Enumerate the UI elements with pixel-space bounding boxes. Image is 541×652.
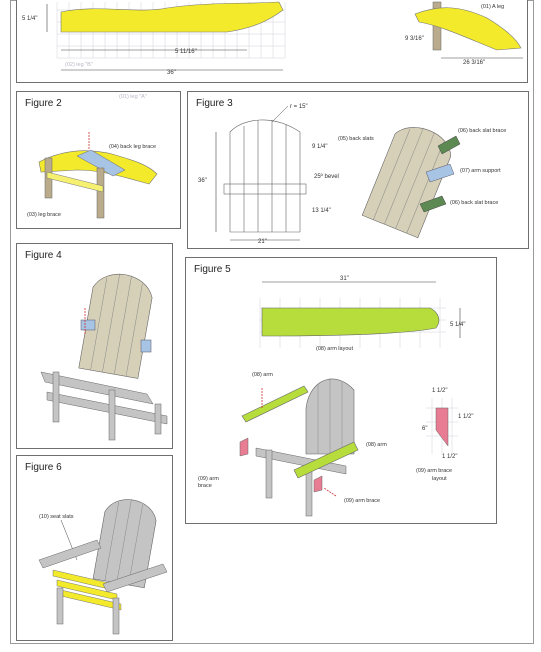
figure-4-title: Figure 4 [25,250,62,261]
dim-5-14: 5 1/4" [450,322,465,328]
figure-4-panel: Figure 4 [16,243,173,449]
dim-width: 26 3/16" [463,60,485,66]
dim-mid: 5 11/16" [175,49,197,55]
figure-2-faint-label: (01) leg "A" [119,94,147,100]
figure-2-panel: Figure 2 (01) leg "A" (04) back leg brac… [16,91,181,229]
back-slat-brace-bottom-label: (06) back slat brace [450,200,498,206]
figure-5-panel: Figure 5 31" 5 1/4" (08) arm layout [185,257,497,524]
figure-6-panel: Figure 6 (10) seat slats [16,455,173,641]
back-slat-brace-top-label: (06) back slat brace [458,128,506,134]
arm-layout-label: (08) arm layout [316,346,353,352]
arrow-red-2 [323,487,337,497]
bevel: 25º bevel [314,173,339,180]
figure-1-drawing: 5 1/4" 5 11/16" (02) leg "B" 36" (01) A … [22,1,523,76]
back-slat-brace-top-shape [437,135,461,155]
arm-top-label: (08) arm [252,372,273,378]
arm-layout-shape [261,307,440,337]
figure-1-panel: 5 1/4" 5 11/16" (02) leg "B" 36" (01) A … [16,0,528,83]
figure-6-drawing: (10) seat slats [38,499,168,635]
r-label: r = 15" [290,104,308,110]
figure-5-title: Figure 5 [194,264,231,275]
r-pointer [271,105,289,123]
figure-3-panel: Figure 3 36" r = 15" 9 1/4" 25º bevel 13… [187,91,529,249]
figure-2-drawing: (01) leg "A" (04) back leg brace (03) le… [27,94,158,219]
figure-3-drawing: 36" r = 15" 9 1/4" 25º bevel 13 1/4" 21"… [198,104,506,245]
figure-5-drawing: 31" 5 1/4" (08) arm layout (08) arm (08)… [198,276,473,517]
figure-2-title: Figure 2 [25,98,62,109]
back-leg-brace-label: (04) back leg brace [109,144,156,150]
chair-base [40,371,168,441]
arm-top-shape [241,385,309,423]
dim-36: 36" [198,178,207,184]
arm-brace-left-label-2: brace [198,483,212,489]
arm-brace-bottom-label: (09) arm brace [344,498,380,504]
seat-slats [52,569,122,611]
back-slat-brace-bottom-shape [419,195,447,213]
chair-back-slats [78,273,153,379]
figure-3-title: Figure 3 [196,98,233,109]
dim-1-12-bottom: 1 1/2" [442,454,457,460]
dim-1-12-top: 1 1/2" [432,388,447,394]
dim-left: 5 1/4" [22,16,37,22]
leg-b-shape [60,1,284,33]
arm-brace-left-shape [239,437,249,457]
figure-6-title: Figure 6 [25,462,62,473]
assembled-back [361,127,452,239]
dim-6: 6" [422,426,427,432]
brace-layout-label-1: (09) arm brace [416,468,452,474]
arm-right-label: (08) arm [366,442,387,448]
dim-1-12-right: 1 1/2" [458,414,473,420]
back-slats-label: (05) back slats [338,136,374,142]
arm-support-right [140,339,152,353]
leg-brace-label: (03) leg brace [27,212,61,218]
leg-brace-shape [46,171,104,193]
instruction-sheet: 5 1/4" 5 11/16" (02) leg "B" 36" (01) A … [10,0,534,644]
a-leg-shape [414,7,522,51]
dim-total: 36" [167,70,176,76]
arm-brace-left-label-1: (09) arm [198,476,219,482]
arm-brace-right-shape [313,475,323,493]
arm-right-shape [293,441,359,479]
arm-brace-layout-shape [435,407,449,447]
figure-4-drawing [40,273,168,441]
chair-legs [56,587,120,635]
arm-support-label: (07) arm support [460,168,501,174]
back-slat-layout [223,119,307,233]
arm-support-left [80,319,96,331]
chair-assembly [255,378,355,517]
brace-layout-label-2: layout [432,476,447,482]
dim-21: 21" [258,239,267,245]
seat-slats-label: (10) seat slats [39,514,74,520]
chair-back [92,499,157,589]
right-arm [102,563,168,593]
arm-support-shape [425,163,455,183]
dim-31: 31" [340,276,349,282]
leg-post-right [96,167,105,219]
dim-9-14: 9 1/4" [312,144,327,150]
dim-height: 9 3/16" [405,36,424,42]
a-leg-label: (01) A leg [481,4,504,10]
leg-b-faint-label: (02) leg "B" [65,62,93,68]
left-arm [38,539,102,569]
dim-13-14: 13 1/4" [312,208,331,214]
